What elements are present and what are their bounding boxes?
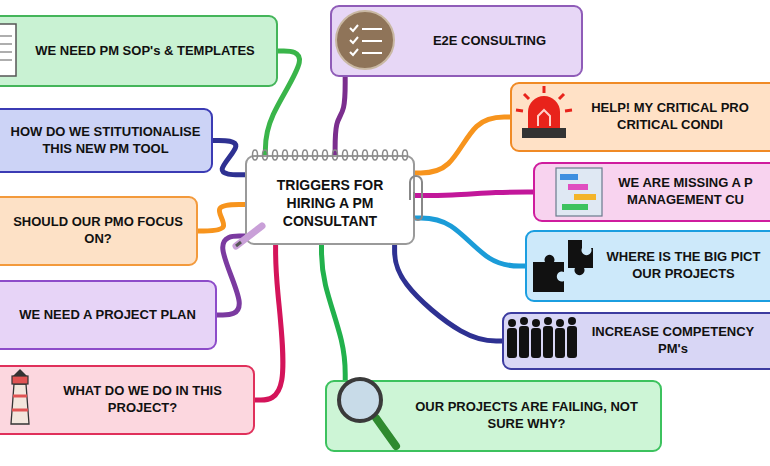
branch-text: WE ARE MISSING A P MANAGEMENT CU <box>609 175 762 209</box>
branch-text: WE NEED A PROJECT PLAN <box>19 307 196 324</box>
branch-line <box>217 236 245 315</box>
magnifier-icon <box>339 379 396 446</box>
notepad-rings <box>253 150 408 160</box>
branch-box: WE ARE MISSING A P MANAGEMENT CU <box>533 162 770 222</box>
branch-line <box>415 192 533 196</box>
branch-box: OUR PROJECTS ARE FAILING, NOT SURE WHY? <box>325 380 662 452</box>
topic-text: TRIGGERS FOR HIRING A PM CONSULTANT <box>261 176 399 231</box>
branch-line <box>415 218 525 266</box>
lighthouse-icon <box>11 369 29 424</box>
branch-line <box>322 245 346 380</box>
branch-line <box>213 141 245 175</box>
checklist-icon <box>336 11 394 69</box>
document-icon <box>0 24 16 76</box>
pencil-icon <box>236 226 262 246</box>
people-icon <box>507 317 577 358</box>
branch-line <box>335 77 345 155</box>
puzzle-icon <box>533 240 593 292</box>
branch-text: E2E CONSULTING <box>433 33 546 50</box>
gantt-icon <box>556 168 602 216</box>
paperclip-icon <box>410 176 422 220</box>
branch-text: SHOULD OUR PMO FOCUS ON? <box>8 214 188 248</box>
branch-box: HOW DO WE STITUTIONALISE THIS NEW PM TOO… <box>0 108 213 173</box>
branch-text: HOW DO WE STITUTIONALISE THIS NEW PM TOO… <box>8 124 203 158</box>
branch-box: HELP! MY CRITICAL PRO CRITICAL CONDI <box>510 82 770 152</box>
branch-text: WHAT DO WE DO IN THIS PROJECT? <box>40 383 245 417</box>
branch-box: WHAT DO WE DO IN THIS PROJECT? <box>0 365 255 435</box>
branch-box: WE NEED A PROJECT PLAN <box>0 280 217 350</box>
siren-icon <box>516 86 572 138</box>
branch-box: WHERE IS THE BIG PICT OUR PROJECTS <box>525 230 770 302</box>
branch-box: INCREASE COMPETENCY PM's <box>502 312 770 370</box>
branch-box: SHOULD OUR PMO FOCUS ON? <box>0 196 198 266</box>
branch-text: HELP! MY CRITICAL PRO CRITICAL CONDI <box>578 100 762 134</box>
branch-box: E2E CONSULTING <box>330 5 583 77</box>
branch-line <box>415 117 510 173</box>
branch-line <box>395 245 502 341</box>
branch-text: INCREASE COMPETENCY PM's <box>584 324 762 358</box>
central-topic: TRIGGERS FOR HIRING A PM CONSULTANT <box>245 155 415 245</box>
branch-text: OUR PROJECTS ARE FAILING, NOT SURE WHY? <box>403 399 650 433</box>
branch-line <box>198 205 245 232</box>
branch-box: WE NEED PM SOP's & TEMPLATES <box>0 15 278 87</box>
branch-text: WHERE IS THE BIG PICT OUR PROJECTS <box>603 249 764 283</box>
branch-line <box>255 245 283 400</box>
branch-text: WE NEED PM SOP's & TEMPLATES <box>35 43 255 60</box>
